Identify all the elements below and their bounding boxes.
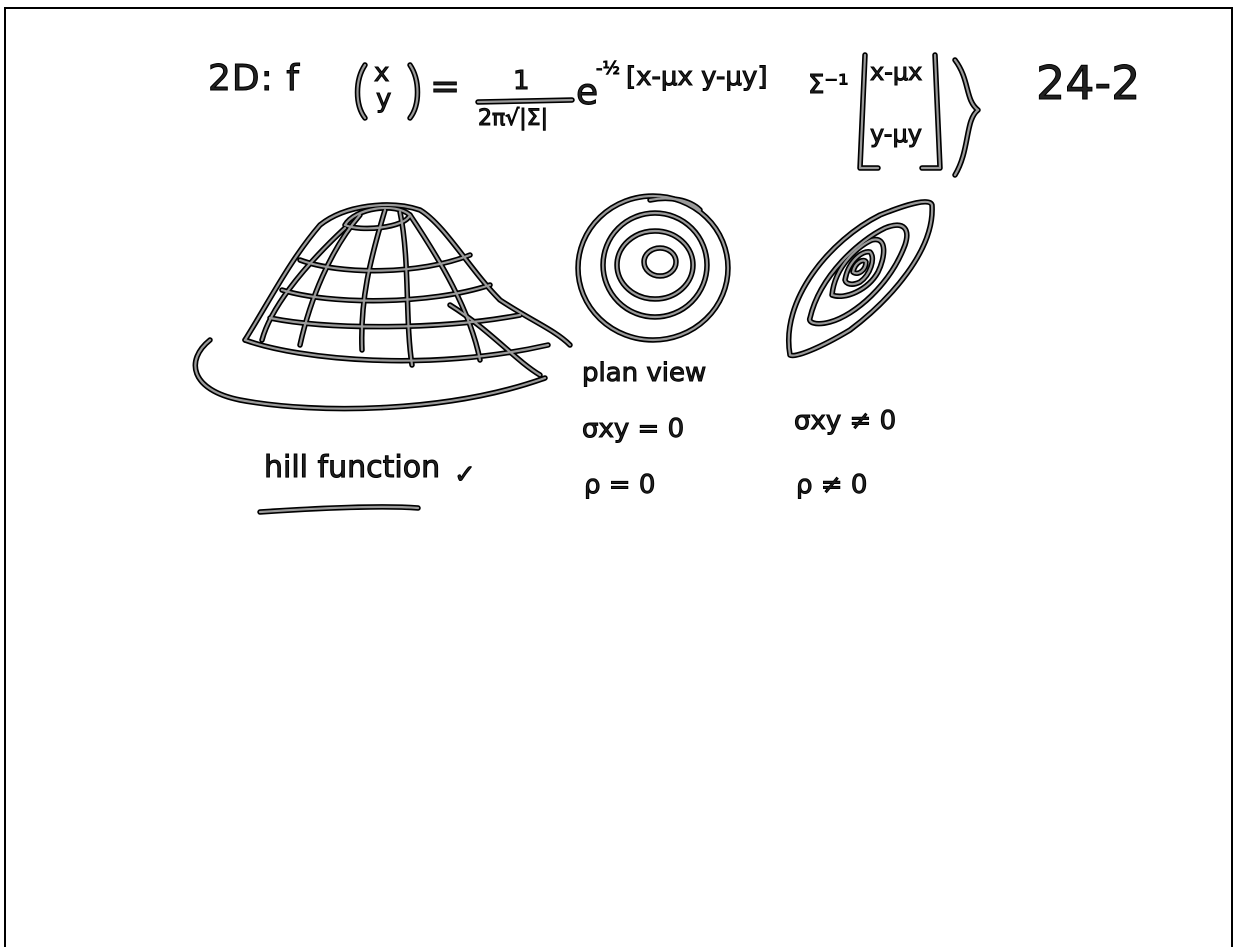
- rho-nonzero-label: ρ ≠ 0: [795, 470, 868, 501]
- fraction-numerator: 1: [513, 66, 531, 97]
- equation-prefix: 2D: f: [208, 58, 300, 100]
- inverse-sigma: Σ⁻¹: [808, 70, 850, 101]
- exp-power: -½: [596, 58, 621, 80]
- whiteboard-page: [4, 7, 1233, 947]
- vector-x: x: [373, 58, 390, 89]
- hill-function-label: hill function: [263, 450, 441, 486]
- sketch-layer: [0, 52, 981, 926]
- equals-sign: =: [429, 66, 462, 108]
- row-vector: [x-μx y-μy]: [626, 62, 768, 93]
- rho-zero-label: ρ = 0: [583, 470, 656, 501]
- column-vector-top: x-μx: [869, 58, 923, 87]
- fraction-denominator: 2π√|Σ|: [478, 106, 549, 132]
- sigma-xy-zero-label: σxy = 0: [581, 414, 685, 445]
- hill-surface-sketch: [195, 205, 570, 409]
- sigma-xy-nonzero-label: σxy ≠ 0: [793, 406, 897, 437]
- plan-view-label: plan view: [581, 358, 707, 389]
- hill-function-underline: [260, 507, 418, 512]
- circular-contours-sketch: [578, 196, 728, 340]
- check-mark: ✓: [454, 460, 477, 491]
- column-vector-bottom: y-μy: [870, 120, 923, 149]
- page-number: 24-2: [1035, 56, 1141, 111]
- elliptical-contours-sketch: [789, 202, 932, 356]
- exp-base: e: [575, 72, 600, 114]
- equation-strokes: [354, 52, 981, 178]
- vector-y: y: [375, 84, 392, 115]
